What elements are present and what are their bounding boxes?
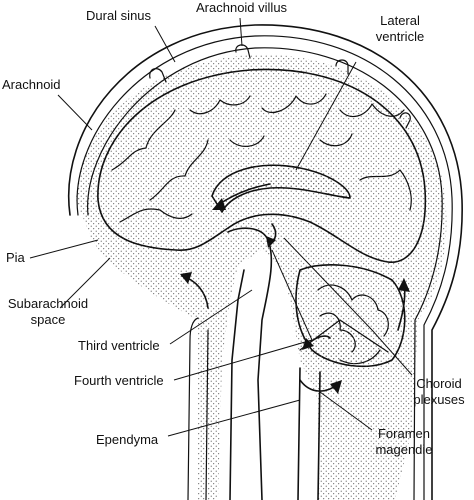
lateral-ventricle — [211, 164, 351, 213]
csf-flow-arrows — [180, 183, 410, 394]
label-pia: Pia — [6, 250, 25, 265]
label-ependyma: Ependyma — [96, 432, 159, 447]
leader-third-ventricle — [169, 289, 253, 345]
cerebrum — [97, 68, 427, 263]
leader-subarachnoid — [59, 257, 111, 309]
brainstem-cerebellum — [187, 227, 406, 500]
leader-arachnoid — [57, 94, 93, 131]
label-foramen-line1: Foramen — [377, 426, 431, 441]
label-fourth-ventricle: Fourth ventricle — [74, 373, 164, 388]
label-foramen-line2: magendie — [375, 442, 433, 457]
label-subarachnoid-line1: Subarachnoid — [7, 296, 89, 311]
arachnoid-villus-right — [335, 59, 349, 75]
leader-lateral-ventricle — [295, 61, 357, 171]
choroid-lines — [271, 237, 373, 341]
leader-pia — [29, 239, 99, 259]
label-choroid-line2: plexuses — [413, 392, 465, 407]
label-third-ventricle: Third ventricle — [78, 338, 160, 353]
label-arachnoid: Arachnoid — [2, 77, 61, 92]
label-lateral-ventricle-line2: ventricle — [375, 29, 425, 44]
leader-arachnoid-villus — [239, 17, 243, 47]
dura-layers — [67, 24, 463, 500]
arachnoid-villus-far-right — [399, 112, 411, 129]
label-choroid-line1: Choroid — [416, 376, 462, 391]
label-subarachnoid-line2: space — [30, 312, 66, 327]
leader-lines — [29, 17, 413, 437]
csf-stipple — [76, 54, 447, 500]
leader-ependyma — [167, 399, 301, 437]
arachnoid-villus-left — [149, 68, 167, 83]
leader-fourth-ventricle — [173, 339, 313, 381]
label-lateral-ventricle-line1: Lateral — [380, 13, 420, 28]
leader-foramen — [319, 391, 373, 431]
label-arachnoid-villus: Arachnoid villus — [196, 0, 288, 15]
leader-dural-sinus — [154, 25, 176, 63]
label-dural-sinus: Dural sinus — [86, 8, 152, 23]
leader-choroid — [371, 329, 413, 376]
